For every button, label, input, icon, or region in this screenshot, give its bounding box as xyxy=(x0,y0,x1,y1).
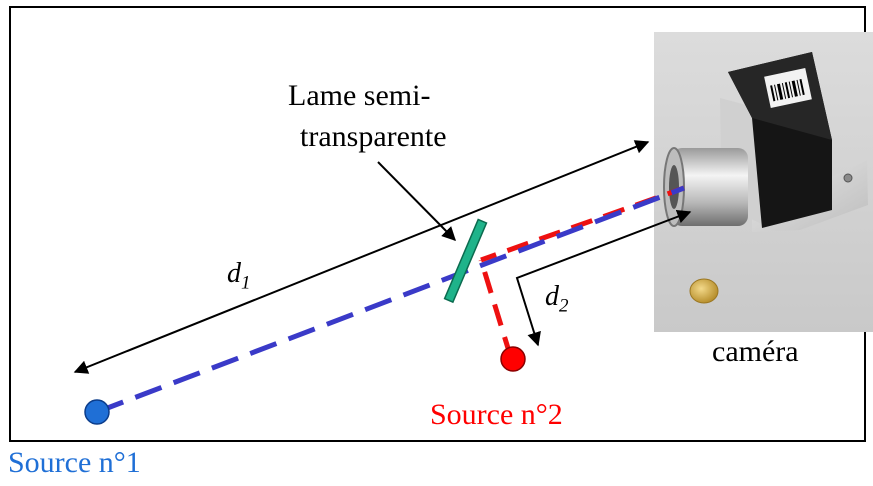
d2-subscript: 2 xyxy=(559,296,569,317)
screw-icon xyxy=(844,174,852,182)
blue-beam-path xyxy=(97,188,684,412)
red-beam-path xyxy=(481,188,684,358)
d1-symbol: d xyxy=(227,258,241,289)
source-1-dot xyxy=(85,400,109,424)
semi-transparent-plate xyxy=(445,219,487,302)
camera-photo xyxy=(654,32,873,332)
plate-label-line2: transparente xyxy=(300,120,447,154)
distance-d1-label: d1 xyxy=(227,258,251,295)
plate-pointer-arrow xyxy=(378,162,455,240)
distance-d2-label: d2 xyxy=(545,281,569,318)
camera-label: caméra xyxy=(712,335,799,369)
coin-icon xyxy=(690,279,718,303)
plate-label-line1: Lame semi- xyxy=(288,79,430,113)
d2-symbol: d xyxy=(545,281,559,312)
source-2-label: Source n°2 xyxy=(430,398,563,432)
d1-subscript: 1 xyxy=(241,273,251,294)
d1-arrow xyxy=(75,142,648,372)
source-2-dot xyxy=(501,347,525,371)
source-1-label: Source n°1 xyxy=(8,446,141,480)
